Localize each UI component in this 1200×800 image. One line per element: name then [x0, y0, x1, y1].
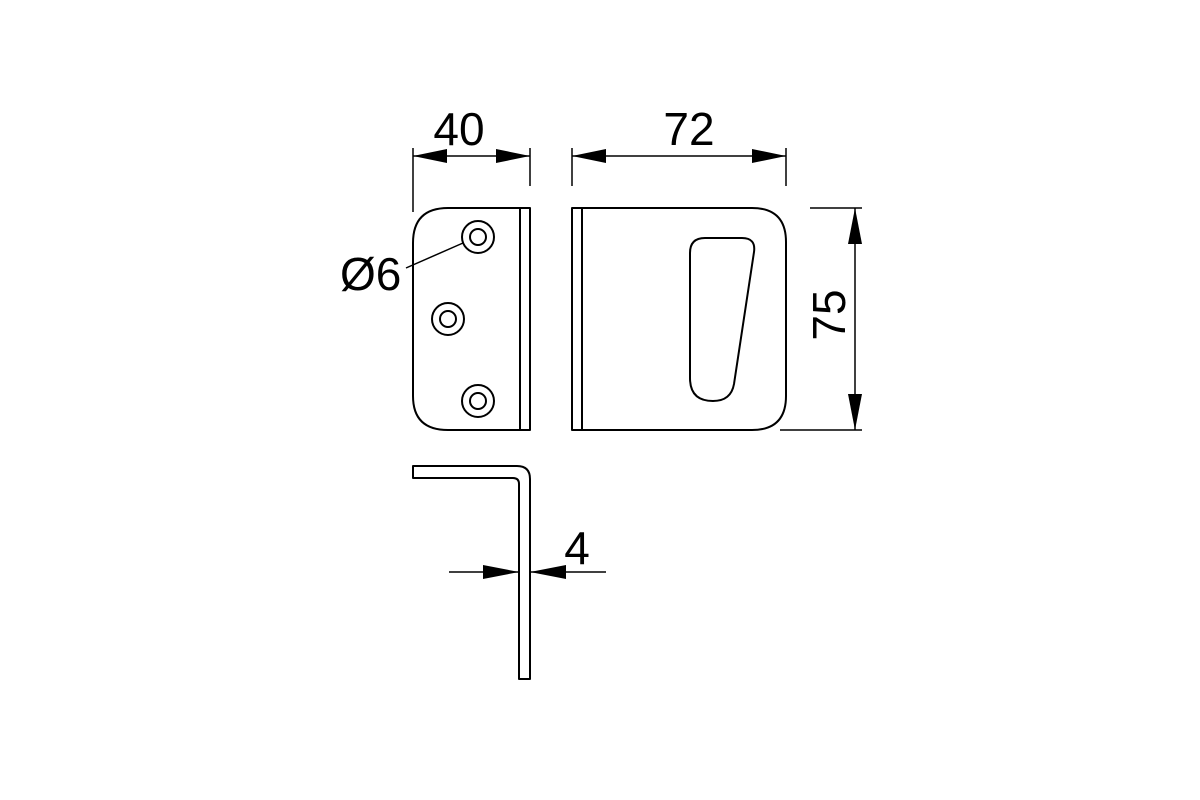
dimension-width-front: [571, 148, 787, 186]
dimension-thickness-label: 4: [564, 522, 590, 574]
hole-diameter-label: Ø6: [340, 248, 401, 300]
dimension-width-side-label: 40: [433, 103, 484, 155]
hole-leader-line: [405, 242, 464, 269]
front-view-outline: [571, 207, 787, 431]
dimension-width-side: [412, 148, 531, 212]
dimension-height-label: 75: [803, 289, 855, 340]
mounting-hole-middle: [431, 302, 465, 336]
dimension-width-front-label: 72: [663, 103, 714, 155]
section-view-profile: [412, 465, 531, 680]
dimension-height: [780, 207, 862, 431]
dimension-thickness: [449, 565, 606, 579]
side-view: [412, 207, 531, 431]
mounting-hole-top: [461, 220, 495, 254]
front-view: [571, 207, 787, 431]
side-view-outline: [412, 207, 531, 431]
hanging-slot: [689, 237, 756, 402]
mounting-hole-bottom: [461, 384, 495, 418]
